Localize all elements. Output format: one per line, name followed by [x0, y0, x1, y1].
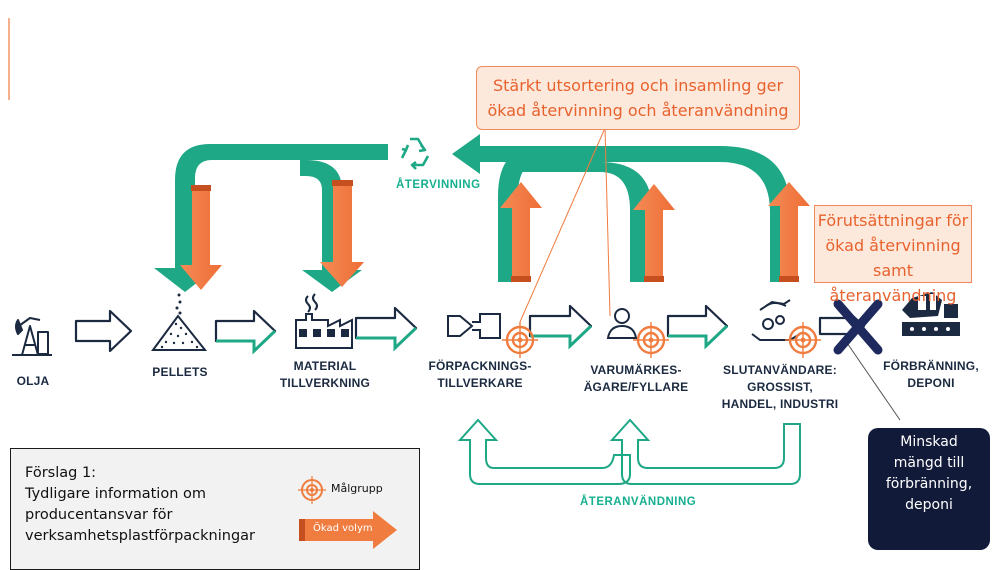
right-callout: Förutsättningar för ökad återvinning sam…: [814, 205, 972, 305]
flow-arrow-3: [354, 306, 418, 350]
volume-arrow-forpackning: [500, 182, 542, 282]
flow-arrow-5: [666, 304, 729, 348]
reuse-arrows: [457, 418, 801, 485]
mold-icon: [447, 313, 501, 339]
legend-volume-arrow: [299, 511, 397, 549]
right-callout-line-1: Förutsättningar för: [817, 211, 969, 230]
volume-arrow-varumarke: [633, 184, 675, 282]
stage-material-line-2: TILLVERKNING: [279, 376, 371, 390]
recycle-icon: [400, 137, 430, 170]
minskad-line-3: förbränning,: [885, 476, 973, 492]
minskad-box: Minskad mängd till förbränning, deponi: [868, 428, 990, 550]
legend-line-4: verksamhetsplastförpackningar: [25, 528, 255, 544]
legend-target-icon: [298, 476, 326, 504]
stage-forbranning-line-1: FÖRBRÄNNING,: [883, 359, 979, 373]
callout-pointers: [519, 127, 901, 421]
stage-slutanvandare-line-3: HANDEL, INDUSTRI: [721, 397, 839, 411]
landfill-icon: [902, 292, 960, 336]
recycle-arc-head: [452, 134, 540, 174]
legend-okad-volym-label: Ökad volym: [313, 523, 373, 534]
cross-icon: [833, 299, 883, 355]
ateranvandning-label: ÅTERANVÄNDNING: [580, 496, 697, 508]
volume-arrow-slutanvandare: [768, 182, 810, 282]
atervinning-label: ÅTERVINNING: [396, 179, 481, 191]
stage-varumarke: VARUMÄRKES- ÄGARE/FYLLARE: [574, 362, 698, 396]
recycle-arc-pellets: [154, 144, 388, 292]
recycling-arrows: [154, 134, 790, 292]
stage-olja: OLJA: [16, 374, 50, 388]
volume-arrow-material: [320, 180, 364, 287]
recycle-arc-middle: [520, 162, 652, 282]
volume-arrow-pellets: [180, 185, 222, 290]
volume-arrows: [180, 180, 810, 290]
pellets-icon: [151, 293, 208, 351]
legend-malgrupp-label: Målgrupp: [331, 482, 383, 495]
right-callout-line-2: ökad återvinning samt: [825, 236, 961, 280]
legend-line-2: Tydligare information om: [25, 486, 206, 502]
person-icon: [606, 308, 638, 339]
stage-forbranning-line-2: DEPONI: [907, 376, 955, 390]
stage-varumarke-line-1: VARUMÄRKES-: [590, 363, 682, 377]
stage-forpackning: FÖRPACKNINGS- TILLVERKARE: [418, 358, 542, 392]
top-callout: Stärkt utsortering och insamling ger öka…: [476, 66, 800, 130]
legend-line-3: producentansvar för: [25, 507, 173, 523]
oil-pump-icon: [12, 317, 52, 356]
flow-arrow-2: [214, 309, 277, 353]
stage-forpackning-line-1: FÖRPACKNINGS-: [428, 359, 532, 373]
stage-slutanvandare: SLUTANVÄNDARE: GROSSIST, HANDEL, INDUSTR…: [710, 362, 850, 413]
minskad-line-2: mängd till: [893, 455, 965, 471]
legend-box: Förslag 1: Tydligare information om prod…: [10, 448, 420, 570]
factory-icon: [295, 293, 353, 349]
hand-gears-icon: [751, 299, 801, 341]
minskad-line-1: Minskad: [900, 434, 958, 450]
legend-line-1: Förslag 1:: [25, 465, 97, 481]
stage-pellets: PELLETS: [152, 365, 208, 379]
target-icon: [502, 322, 821, 358]
stage-forpackning-line-2: TILLVERKARE: [437, 376, 523, 390]
top-callout-line-2: ökad återvinning och återanvändning: [487, 101, 789, 120]
top-callout-line-1: Stärkt utsortering och insamling ger: [492, 76, 784, 95]
minskad-line-4: deponi: [905, 497, 953, 513]
stage-material-line-1: MATERIAL: [293, 359, 357, 373]
flow-arrow-1: [74, 309, 133, 353]
legend-text: Förslag 1: Tydligare information om prod…: [25, 463, 255, 547]
stage-slutanvandare-line-2: GROSSIST,: [747, 380, 813, 394]
stage-forbranning: FÖRBRÄNNING, DEPONI: [876, 358, 986, 392]
stage-varumarke-line-2: ÄGARE/FYLLARE: [583, 380, 689, 394]
right-callout-line-3: återanvändning: [829, 286, 957, 305]
recycle-arc-material: [300, 160, 362, 292]
stage-slutanvandare-line-1: SLUTANVÄNDARE:: [723, 363, 837, 377]
stage-material: MATERIAL TILLVERKNING: [270, 358, 380, 392]
flow-arrow-4: [528, 304, 593, 348]
